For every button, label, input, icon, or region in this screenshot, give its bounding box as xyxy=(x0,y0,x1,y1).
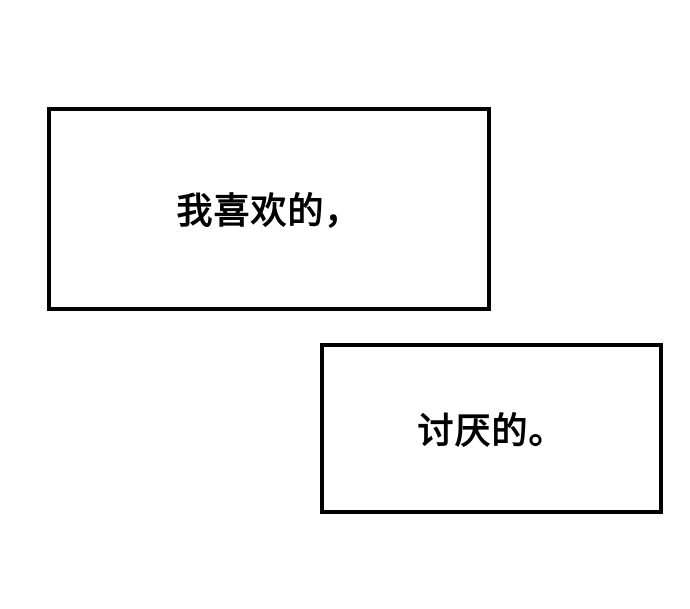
caption-text-1: 我喜欢的， xyxy=(176,191,362,232)
caption-box-1: 我喜欢的， xyxy=(47,107,491,311)
caption-box-2: 讨厌的。 xyxy=(320,343,663,514)
caption-text-2: 讨厌的。 xyxy=(417,410,566,452)
